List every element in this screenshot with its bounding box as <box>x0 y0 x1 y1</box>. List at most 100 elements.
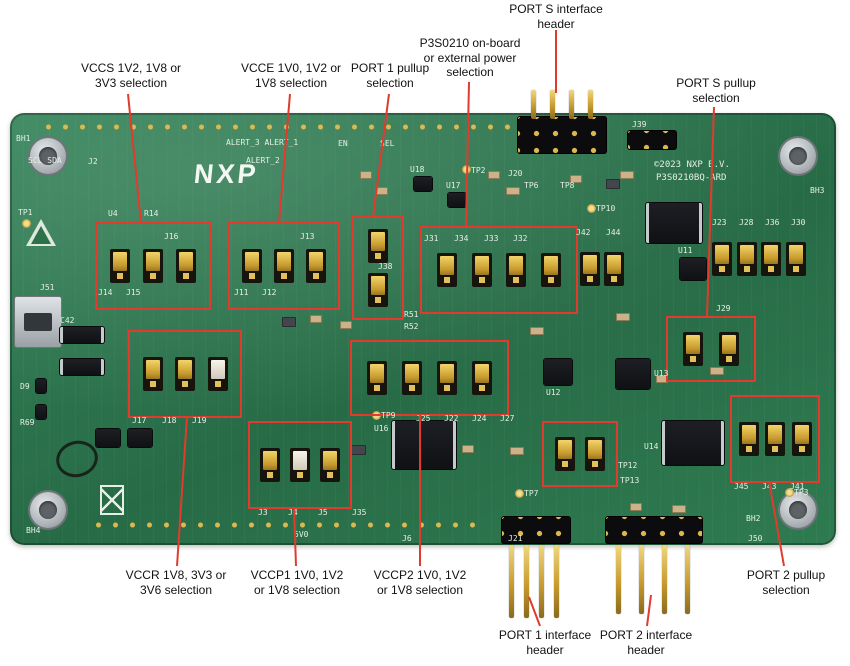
test-point-pad <box>462 165 471 174</box>
header-pin <box>531 90 536 119</box>
weee-bin-symbol <box>100 485 124 515</box>
ref-des-j32: J32 <box>513 234 528 243</box>
passive-component <box>630 503 642 511</box>
ref-des-tp8: TP8 <box>560 181 575 190</box>
jumper <box>604 252 624 286</box>
ref-des-tp9: TP9 <box>381 411 396 420</box>
ref-des-j44: J44 <box>606 228 621 237</box>
ic-chip-u18 <box>414 177 432 191</box>
ref-des-bh1: BH1 <box>16 134 31 143</box>
annotation-port1-pullup: PORT 1 pullup selection <box>350 61 430 90</box>
ref-des-j15: J15 <box>126 288 141 297</box>
passive-component <box>710 367 724 375</box>
ref-des-j34: J34 <box>454 234 469 243</box>
jumper <box>585 437 606 471</box>
annotation-port2-header: PORT 2 interface header <box>599 628 693 657</box>
ref-des-j2: J2 <box>88 157 98 166</box>
jumper <box>143 249 163 283</box>
passive-component <box>606 179 620 189</box>
ref-des-u12: U12 <box>546 388 561 397</box>
passive-component <box>340 321 352 329</box>
power-selection-jumper-group <box>420 226 578 314</box>
jumper <box>110 249 130 283</box>
ref-des-tp3: TP3 <box>794 488 809 497</box>
vccr-jumper-group <box>128 330 242 418</box>
passive-component <box>488 171 500 179</box>
passive-component <box>282 317 296 327</box>
jumper <box>761 242 782 276</box>
jumper <box>765 422 785 456</box>
callout-line-port2-header <box>646 594 652 627</box>
ref-des-j28: J28 <box>739 218 754 227</box>
ic-chip-u12 <box>544 359 572 385</box>
jumper <box>175 357 195 391</box>
ic-chip-u14 <box>662 421 724 465</box>
ref-des-j4: J4 <box>288 508 298 517</box>
header-pin <box>662 545 667 614</box>
ref-des-u4: U4 <box>108 209 118 218</box>
aux-jumper-group <box>542 421 618 487</box>
passive-component <box>672 505 686 513</box>
jumper-group-j42 <box>576 239 628 299</box>
jumper <box>306 249 326 283</box>
jumper <box>683 332 704 366</box>
port1-interface-header <box>502 517 570 543</box>
ref-des-j43: J43 <box>762 482 777 491</box>
passive-component <box>350 445 366 455</box>
header-pin <box>685 545 690 614</box>
ref-des-alert-3-1: ALERT_3 ALERT_1 <box>226 138 299 147</box>
ic-chip-u11 <box>646 203 702 243</box>
ref-des-j3: J3 <box>258 508 268 517</box>
ref-des-j30: J30 <box>791 218 806 227</box>
aux-header-j39 <box>628 131 676 149</box>
ic-chip <box>128 429 152 447</box>
ic-chip-u17 <box>448 193 466 207</box>
jumper <box>506 253 527 287</box>
annotation-vccr-selection: VCCR 1V8, 3V3 or 3V6 selection <box>125 568 227 597</box>
port1-pullup-jumper-group <box>352 216 404 320</box>
ref-des-j35: J35 <box>352 508 367 517</box>
through-hole-row <box>40 121 514 133</box>
ref-des-j13: J13 <box>300 232 315 241</box>
ref-des-tp10: TP10 <box>596 204 616 213</box>
jumper <box>785 242 806 276</box>
passive-component <box>506 187 520 195</box>
vccs-jumper-group <box>95 222 211 310</box>
test-point-pad <box>515 489 524 498</box>
ref-des-r52: R52 <box>404 322 419 331</box>
annotation-port-s-pullup: PORT S pullup selection <box>676 76 756 105</box>
mounting-hole <box>780 492 816 528</box>
mounting-hole <box>30 492 66 528</box>
jumper <box>207 357 228 391</box>
annotation-vccp2-selection: VCCP2 1V0, 1V2 or 1V8 selection <box>373 568 467 597</box>
jumper <box>436 253 457 287</box>
ref-des-bh4: BH4 <box>26 526 41 535</box>
ref-des-j17: J17 <box>132 416 147 425</box>
ref-des-j39: J39 <box>632 120 647 129</box>
ref-des-tp7: TP7 <box>524 489 539 498</box>
ref-des-j21: J21 <box>508 534 523 543</box>
ref-des-u17: U17 <box>446 181 461 190</box>
board-model: P3S0210BQ-ARD <box>656 173 727 183</box>
jumper <box>142 357 163 391</box>
ref-des-u16: U16 <box>374 424 389 433</box>
vccp1-jumper-group <box>248 421 352 509</box>
ref-des-alert-2: ALERT_2 <box>246 156 280 165</box>
capacitor-component <box>60 359 104 375</box>
ref-des-r51: R51 <box>404 310 419 319</box>
port2-interface-header <box>606 517 702 543</box>
passive-component <box>510 447 524 455</box>
micro-usb-connector <box>14 296 62 348</box>
jumper <box>368 228 388 263</box>
ref-des-sel: SEL <box>380 139 395 148</box>
ref-des-u14: U14 <box>644 442 659 451</box>
ref-des-j41: J41 <box>790 482 805 491</box>
annotation-vcce-selection: VCCE 1V0, 1V2 or 1V8 selection <box>240 61 342 90</box>
ref-des-r69: R69 <box>20 418 35 427</box>
ref-des-j22: J22 <box>444 414 459 423</box>
passive-component <box>462 445 474 453</box>
passive-component <box>620 171 634 179</box>
jumper <box>290 448 310 482</box>
ref-des-tp6: TP6 <box>524 181 539 190</box>
jumper <box>471 253 492 287</box>
